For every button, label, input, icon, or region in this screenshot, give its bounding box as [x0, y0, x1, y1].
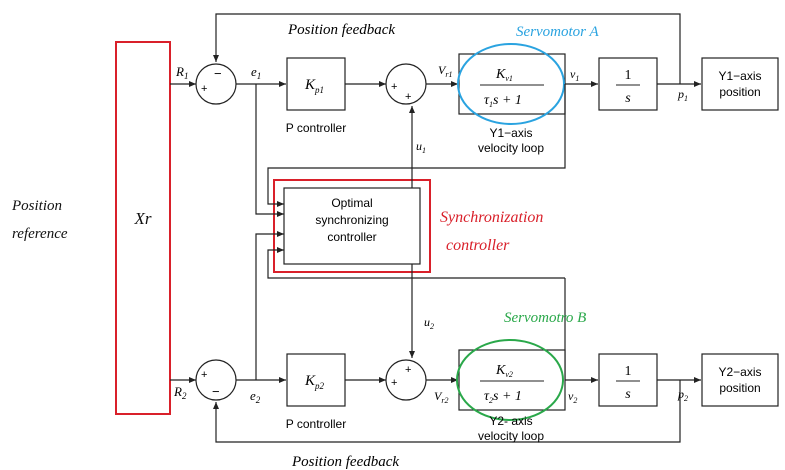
optimal-label-1: Optimal [331, 196, 372, 210]
integrator-2-den: s [625, 387, 631, 402]
integrator-2-num: 1 [625, 364, 632, 379]
sync-controller-label-2: controller [446, 237, 510, 254]
position-feedback-top-label: Position feedback [287, 22, 395, 38]
signal-e2: e2 [250, 388, 261, 405]
y1-velocity-loop-label-2: velocity loop [478, 141, 544, 155]
signal-vr1: Vr1 [438, 63, 452, 79]
signal-p1: p1 [677, 87, 688, 103]
sum4-top-sign: + [405, 364, 411, 376]
sync-controller-label-1: Synchronization [440, 209, 543, 226]
signal-p2: p2 [677, 387, 688, 403]
signal-u2: u2 [424, 315, 434, 331]
signal-v2: v2 [568, 389, 577, 405]
signal-v1: v1 [570, 67, 579, 83]
xr-box [115, 41, 171, 415]
position-reference-label-1: Position [11, 198, 62, 214]
y2-position-block [701, 353, 779, 407]
velocity-b-numerator: Kv2 [495, 363, 513, 379]
kp2-block [286, 353, 346, 407]
optimal-label-3: controller [327, 230, 376, 244]
sync-controller-outer-box [273, 179, 431, 273]
signal-r1: R1 [175, 64, 188, 81]
velocity-a-numerator: Kv1 [495, 67, 513, 83]
position-feedback-bottom-label: Position feedback [291, 454, 399, 470]
sum2-left-sign: + [391, 81, 397, 93]
position-reference-label-2: reference [12, 226, 68, 242]
y1-position-label-1: Y1−axis [718, 69, 761, 83]
y1-velocity-loop-label-1: Y1−axis [489, 126, 532, 140]
y1-position-block [701, 57, 779, 111]
signal-r2: R2 [173, 384, 187, 401]
sum1-left-sign: + [201, 83, 207, 95]
kp1-label: Kp1 [304, 77, 324, 95]
servomotor-b-label: Servomotro B [504, 310, 586, 326]
y1-position-label-2: position [719, 85, 760, 99]
p-controller-label-2: P controller [286, 417, 346, 431]
signal-e1: e1 [251, 64, 261, 81]
optimal-label-2: synchronizing [315, 213, 388, 227]
sum4-left-sign: + [391, 377, 397, 389]
servomotor-a-label: Servomotor A [516, 24, 599, 40]
velocity-block-b [458, 349, 566, 411]
sum3-left-sign: + [201, 369, 207, 381]
sum1-top-sign: − [214, 66, 222, 81]
velocity-a-denominator: τ1s + 1 [484, 93, 522, 109]
sum3-bottom-sign: − [212, 384, 220, 399]
sum2-bottom-sign: + [405, 91, 411, 103]
integrator-block-2 [598, 353, 658, 407]
integrator-1-num: 1 [625, 68, 632, 83]
integrator-1-den: s [625, 91, 631, 106]
xr-label: Xr [134, 209, 152, 228]
kp2-label: Kp2 [304, 373, 325, 391]
p-controller-label-1: P controller [286, 121, 346, 135]
y2-velocity-loop-label-1: Y2- axis [489, 414, 532, 428]
signal-vr2: Vr2 [434, 389, 448, 405]
integrator-block-1 [598, 57, 658, 111]
velocity-block-a [458, 53, 566, 115]
y2-position-label-1: Y2−axis [718, 365, 761, 379]
y2-position-label-2: position [719, 381, 760, 395]
servomotor-b-ellipse [456, 339, 564, 421]
optimal-sync-controller-block [283, 187, 421, 265]
y2-velocity-loop-label-2: velocity loop [478, 429, 544, 443]
servomotor-a-ellipse [457, 43, 565, 125]
signal-u1: u1 [416, 139, 426, 155]
kp1-block [286, 57, 346, 111]
velocity-b-denominator: τ2s + 1 [484, 389, 522, 405]
